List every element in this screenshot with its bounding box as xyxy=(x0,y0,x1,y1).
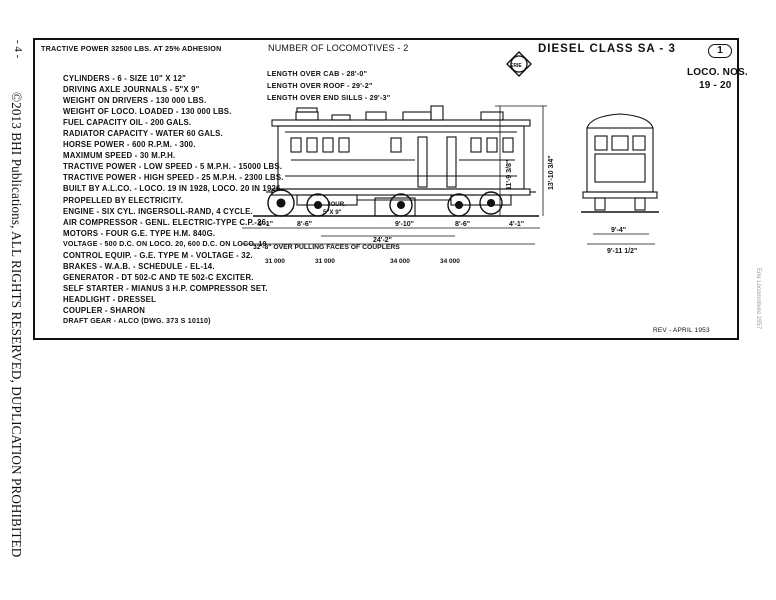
locomotive-count: NUMBER OF LOCOMOTIVES - 2 xyxy=(268,43,409,53)
axle-load: 34 000 xyxy=(440,258,460,265)
dim-end-left: 5'-1" xyxy=(258,221,273,228)
dim-rear-span: 8'-6" xyxy=(455,221,470,228)
spec-line: DRAFT GEAR - ALCO (DWG. 373 S 10110) xyxy=(63,317,211,325)
spec-line: TRACTIVE POWER - LOW SPEED - 5 M.P.H. - … xyxy=(63,162,283,171)
wheel xyxy=(479,191,503,215)
spec-line: WEIGHT ON DRIVERS - 130 000 LBS. xyxy=(63,96,207,105)
spec-line: MOTORS - FOUR G.E. TYPE H.M. 840G. xyxy=(63,229,216,238)
spec-line: RADIATOR CAPACITY - WATER 60 GALS. xyxy=(63,129,223,138)
spec-line: AIR COMPRESSOR - GENL. ELECTRIC-TYPE C.P… xyxy=(63,218,269,227)
copyright-notice: ©2013 BHI Publications, ALL RIGHTS RESER… xyxy=(9,92,24,558)
locomotive-side-view xyxy=(253,105,539,217)
spec-line: SELF STARTER - MIANUS 3 H.P. COMPRESSOR … xyxy=(63,284,268,293)
spec-line: TRACTIVE POWER - HIGH SPEED - 25 M.P.H. … xyxy=(63,173,284,182)
spec-line: CYLINDERS - 6 - SIZE 10" X 12" xyxy=(63,74,187,83)
length-over-end-sills: LENGTH OVER END SILLS - 29'-3" xyxy=(267,93,391,102)
margin-note: Erie Locomotives 1957 xyxy=(755,268,761,330)
dim-total-wheelbase: 24'-2" xyxy=(373,237,392,244)
dim-over-couplers: 32'-8" OVER PULLING FACES OF COUPLERS xyxy=(253,244,400,251)
wheel xyxy=(267,189,295,217)
dim-mid-span: 9'-10" xyxy=(395,221,414,228)
loco-nos-label: LOCO. NOS. xyxy=(687,67,748,78)
end-width-outer: 9'-11 1/2" xyxy=(607,248,637,255)
spec-line: BRAKES - W.A.B. - SCHEDULE - EL-14. xyxy=(63,262,215,271)
erie-logo-text: ERIE xyxy=(510,63,522,69)
erie-logo xyxy=(506,51,532,77)
loco-nos-value: 19 - 20 xyxy=(699,80,732,91)
tractive-adhesion-heading: TRACTIVE POWER 32500 LBS. AT 25% ADHESIO… xyxy=(41,44,222,53)
diagram-sheet: TRACTIVE POWER 32500 LBS. AT 25% ADHESIO… xyxy=(33,38,748,340)
spec-line: DRIVING AXLE JOURNALS - 5"X 9" xyxy=(63,85,200,94)
wheel xyxy=(389,193,413,217)
sheet-number: 1 xyxy=(717,45,723,56)
spec-line: PROPELLED BY ELECTRICITY. xyxy=(63,196,184,205)
dim-end-right: 4'-1" xyxy=(509,221,524,228)
length-over-roof: LENGTH OVER ROOF - 29'-2" xyxy=(267,81,373,90)
spec-line: GENERATOR - DT 502-C AND TE 502-C EXCITE… xyxy=(63,273,254,282)
page-number-marker: - 4 - xyxy=(12,40,24,59)
axle-load: 34 000 xyxy=(390,258,410,265)
journal-label: JOUR. xyxy=(327,201,346,208)
height-to-cab: 11'-9 3/8" xyxy=(506,160,513,190)
spec-line: BUILT BY A.L.CO. - LOCO. 19 IN 1928, LOC… xyxy=(63,184,283,193)
revision-date: REV - APRIL 1953 xyxy=(653,327,710,334)
spec-line: CONTROL EQUIP. - G.E. TYPE M - VOLTAGE -… xyxy=(63,251,253,260)
sheet-number-badge: 1 xyxy=(708,44,732,58)
spec-line: ENGINE - SIX CYL. INGERSOLL-RAND, 4 CYCL… xyxy=(63,207,253,216)
height-overall: 13'-10 3/4" xyxy=(548,155,555,190)
dim-front-span: 8'-6" xyxy=(297,221,312,228)
locomotive-drawing: 5'-1" 8'-6" 9'-10" 8'-6" 4'-1" 24'-2" 32… xyxy=(241,51,659,265)
axle-load: 31 000 xyxy=(315,258,335,265)
axle-load: 31 000 xyxy=(265,258,285,265)
spec-line: COUPLER - SHARON xyxy=(63,306,146,315)
locomotive-end-view xyxy=(581,113,659,213)
spec-line: VOLTAGE - 500 D.C. ON LOCO. 20, 600 D.C.… xyxy=(63,240,267,248)
dimension-lines xyxy=(241,105,655,245)
spec-line: WEIGHT OF LOCO. LOADED - 130 000 LBS. xyxy=(63,107,232,116)
end-width-inner: 9'-4" xyxy=(611,227,626,234)
spec-line: HORSE POWER - 600 R.P.M. - 300. xyxy=(63,140,196,149)
class-title: DIESEL CLASS SA - 3 xyxy=(538,43,676,55)
spec-line: MAXIMUM SPEED - 30 M.P.H. xyxy=(63,151,176,160)
length-over-cab: LENGTH OVER CAB - 28'-0" xyxy=(267,69,368,78)
journal-size: 5"X 9" xyxy=(323,209,342,216)
spec-line: HEADLIGHT - DRESSEL xyxy=(63,295,157,304)
spec-line: FUEL CAPACITY OIL - 200 GALS. xyxy=(63,118,192,127)
